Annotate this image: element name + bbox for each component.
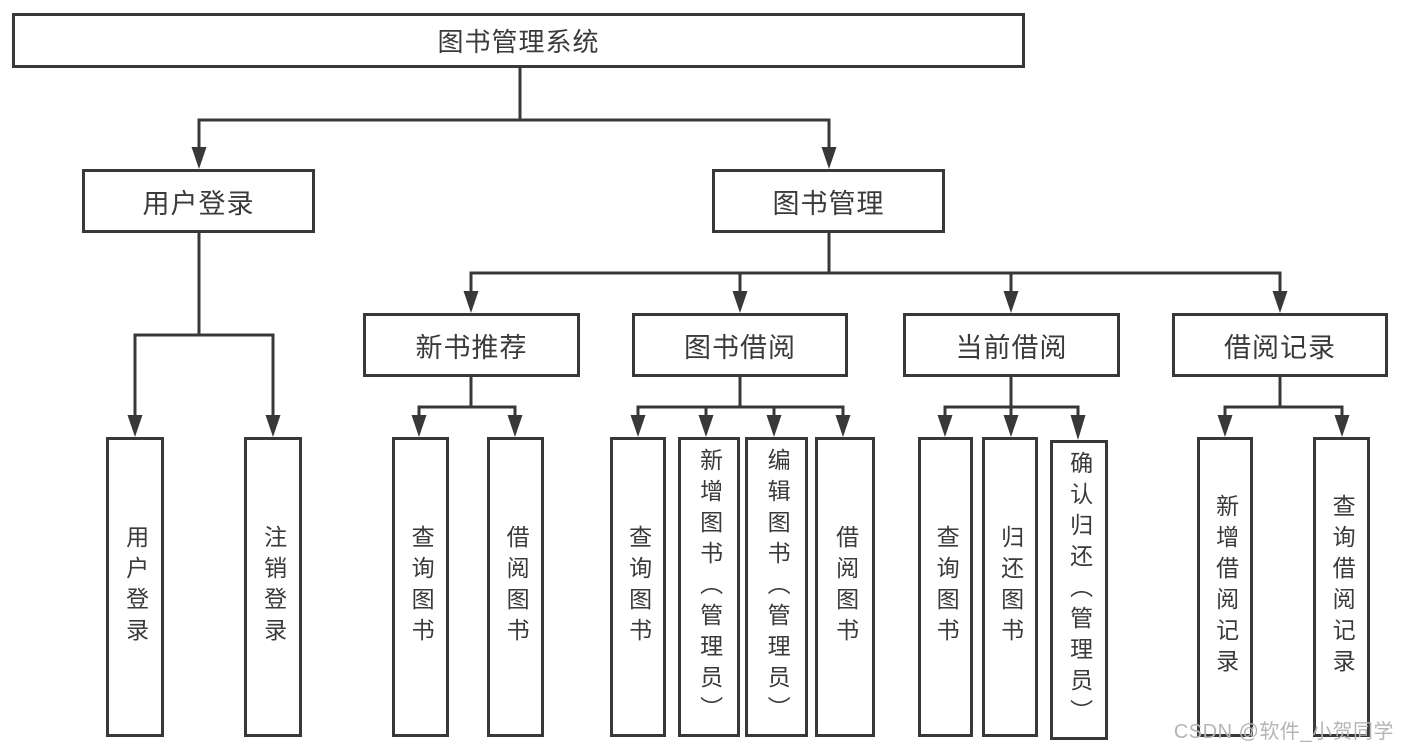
- connector-new-book-recommend-to-children: [411, 377, 523, 437]
- leaf-query-borrow-record: 查询借阅记录: [1313, 437, 1370, 737]
- leaf-query-books-borrow: 查询图书: [610, 437, 666, 737]
- node-new-book-recommend: 新书推荐: [363, 313, 580, 377]
- leaf-borrow-books: 借阅图书: [815, 437, 875, 737]
- leaf-query-books-recommend: 查询图书: [392, 437, 449, 737]
- leaf-borrow-books-recommend: 借阅图书: [487, 437, 544, 737]
- leaf-logout: 注销登录: [244, 437, 302, 737]
- node-book-borrow: 图书借阅: [632, 313, 848, 377]
- connector-borrow-records-to-children: [1217, 377, 1350, 437]
- node-library-management-system: 图书管理系统: [12, 13, 1025, 68]
- node-borrow-records: 借阅记录: [1172, 313, 1388, 377]
- leaf-return-book: 归还图书: [982, 437, 1038, 737]
- node-current-borrow: 当前借阅: [903, 313, 1120, 377]
- leaf-add-book-admin: 新增图书（管理员）: [678, 437, 740, 737]
- leaf-query-books-current: 查询图书: [918, 437, 973, 737]
- connector-root-to-level2: [191, 68, 837, 169]
- connector-book-management-to-level3: [463, 233, 1288, 313]
- connector-user-login-to-children: [127, 233, 281, 437]
- leaf-user-login: 用户登录: [106, 437, 164, 737]
- connector-book-borrow-to-children: [630, 377, 851, 437]
- node-user-login: 用户登录: [82, 169, 315, 233]
- csdn-watermark: CSDN @软件_小贺同学: [1173, 721, 1394, 743]
- connector-current-borrow-to-children: [937, 377, 1086, 440]
- leaf-add-borrow-record: 新增借阅记录: [1197, 437, 1253, 737]
- leaf-edit-book-admin: 编辑图书（管理员）: [745, 437, 808, 737]
- leaf-confirm-return-admin: 确认归还（管理员）: [1050, 440, 1108, 740]
- node-book-management: 图书管理: [712, 169, 945, 233]
